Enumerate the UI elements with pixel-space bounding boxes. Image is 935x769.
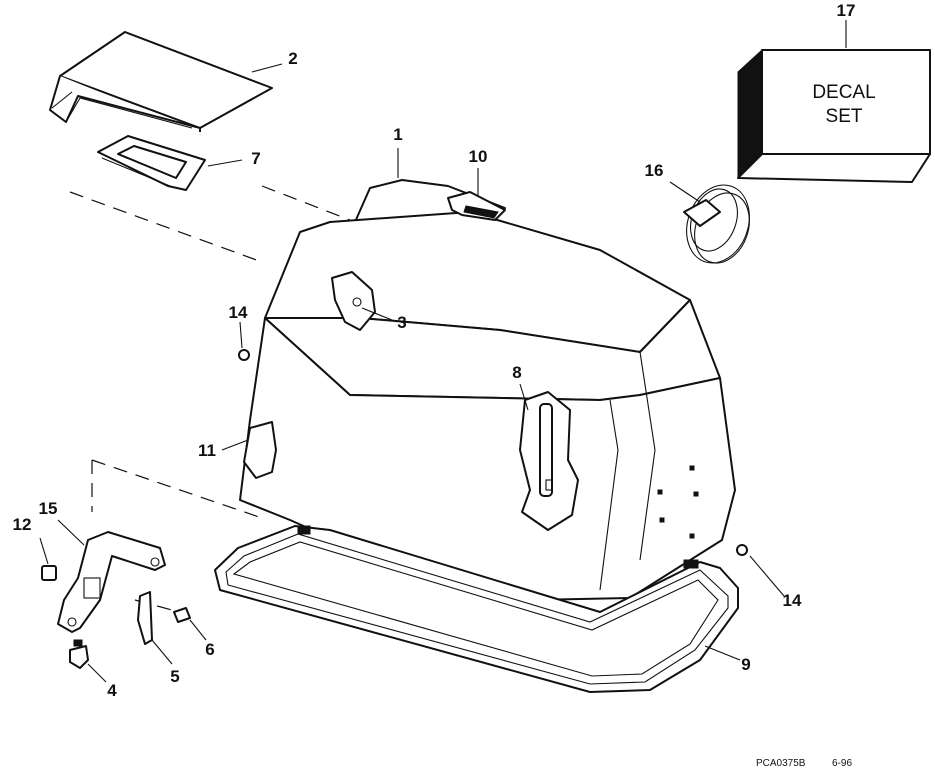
decal-box-line1: DECAL xyxy=(812,82,875,103)
callout-2: 2 xyxy=(288,49,297,68)
callout-6: 6 xyxy=(205,640,214,659)
leader-lines xyxy=(39,20,847,683)
part-14-screw-right xyxy=(736,544,748,556)
part-5-clip xyxy=(137,591,153,645)
alignment-lines xyxy=(69,185,356,611)
callout-17: 17 xyxy=(837,1,856,20)
part-2-hood-cap xyxy=(49,31,273,132)
part-16-harness xyxy=(683,184,750,264)
part-11-label xyxy=(243,421,277,479)
figure-code: PCA0375B 6-96 xyxy=(756,758,852,769)
callout-5: 5 xyxy=(170,667,179,686)
callout-10: 10 xyxy=(469,147,488,166)
part-3-decal xyxy=(331,271,376,331)
callout-14-left: 14 xyxy=(229,303,248,322)
part-6-screw xyxy=(173,607,191,623)
callout-3: 3 xyxy=(397,313,406,332)
callout-8: 8 xyxy=(512,363,521,382)
callout-11: 11 xyxy=(198,441,216,460)
part-12-grommet xyxy=(41,565,57,581)
figure-code-date: 6-96 xyxy=(832,758,852,769)
callout-4: 4 xyxy=(107,681,117,700)
part-8-handle-decal xyxy=(519,391,579,531)
callout-14-right: 14 xyxy=(783,591,802,610)
callout-9: 9 xyxy=(741,655,750,674)
callout-16: 16 xyxy=(645,161,664,180)
callout-7: 7 xyxy=(251,149,260,168)
decal-box-line2: SET xyxy=(826,106,863,127)
part-15-bracket xyxy=(57,531,166,633)
part-4-stud xyxy=(69,639,89,669)
figure-code-id: PCA0375B xyxy=(756,758,806,769)
part-17-decal-box: DECAL SET xyxy=(737,48,931,183)
part-7-plate xyxy=(97,135,206,191)
callout-12: 12 xyxy=(13,515,32,534)
callout-1: 1 xyxy=(393,125,402,144)
part-1-motor-cover xyxy=(239,179,736,601)
part-14-screw-left xyxy=(238,349,250,361)
callout-labels: 17 2 7 1 10 16 3 14 8 11 12 15 14 6 9 5 … xyxy=(13,1,856,700)
part-9-seal xyxy=(214,525,739,693)
part-10-decal xyxy=(447,191,506,221)
callout-15: 15 xyxy=(39,499,58,518)
